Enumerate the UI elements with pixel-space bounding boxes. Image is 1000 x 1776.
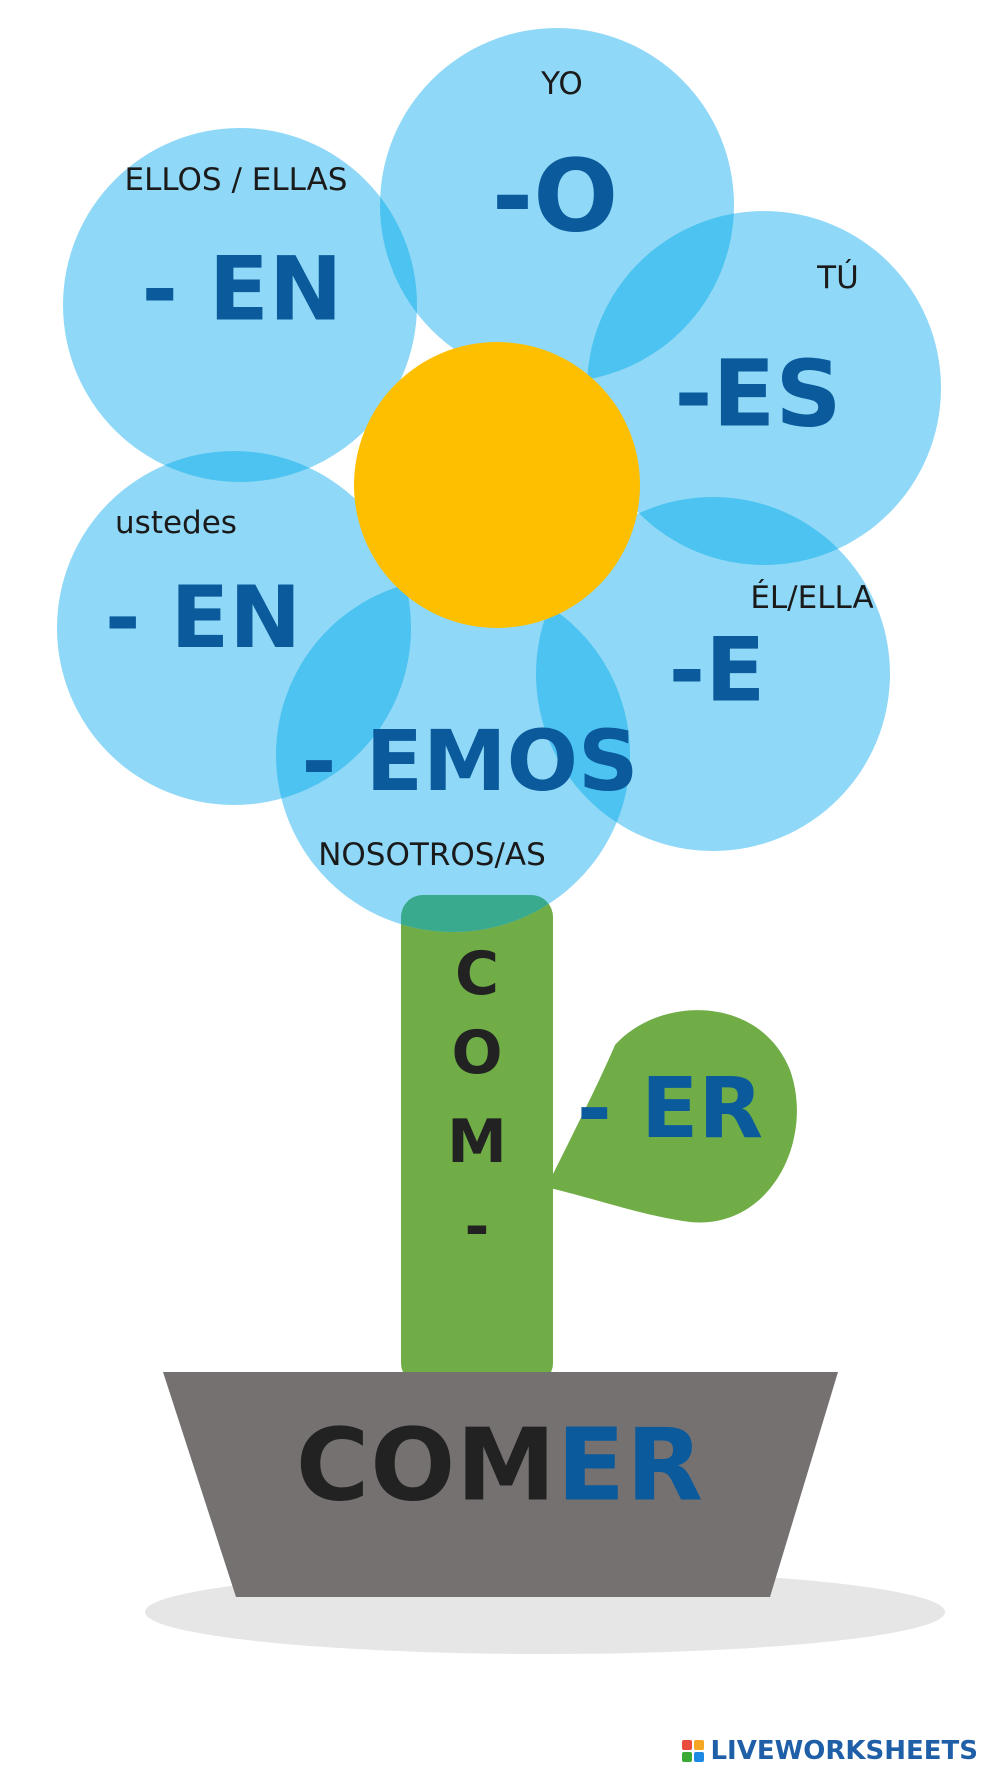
brand-logo-icon: [682, 1740, 705, 1762]
brand-watermark: LIVEWORKSHEETS: [682, 1736, 978, 1766]
petal-yo-ending: -O: [491, 137, 619, 255]
stem-letter-m: M: [447, 1107, 507, 1177]
petal-tu-pronoun: TÚ: [817, 260, 859, 296]
flower-center: [354, 342, 640, 628]
petal-overlap: [587, 211, 734, 382]
petal-ellos-ellas-pronoun: ELLOS / ELLAS: [124, 162, 348, 198]
brand-name: LIVEWORKSHEETS: [710, 1736, 978, 1766]
petal-overlap: [276, 578, 411, 805]
petal-el-ella-pronoun: ÉL/ELLA: [750, 580, 874, 616]
leaf: [550, 1010, 797, 1223]
pot-verb-ending: ER: [556, 1406, 705, 1524]
pot-verb-title: COMER: [296, 1407, 704, 1524]
leaf-ending: - ER: [576, 1059, 764, 1157]
petal-nosotros-pronoun: NOSOTROS/AS: [318, 837, 546, 873]
stem-letter-c: C: [454, 939, 500, 1009]
petal-tu-ending: -ES: [674, 340, 842, 448]
stem-top-overlap: [401, 895, 553, 932]
petal-ellos-ellas-ending: - EN: [141, 237, 343, 341]
stem-letter-o: O: [451, 1018, 503, 1088]
petal-yo-pronoun: YO: [541, 66, 583, 102]
petal-el-ella-ending: -E: [668, 618, 766, 722]
petal-ustedes-ending: - EN: [104, 568, 302, 668]
petal-nosotros-ending: - EMOS: [301, 712, 639, 810]
stem-letter-dash: -: [464, 1192, 490, 1262]
petal-ellos-ellas: [63, 128, 417, 482]
petals-group: [57, 28, 941, 932]
flower-pot: [163, 1372, 838, 1597]
pot-verb-stem: COM: [295, 1406, 557, 1524]
petal-ustedes-pronoun: ustedes: [115, 505, 237, 541]
stem: [401, 895, 553, 1385]
